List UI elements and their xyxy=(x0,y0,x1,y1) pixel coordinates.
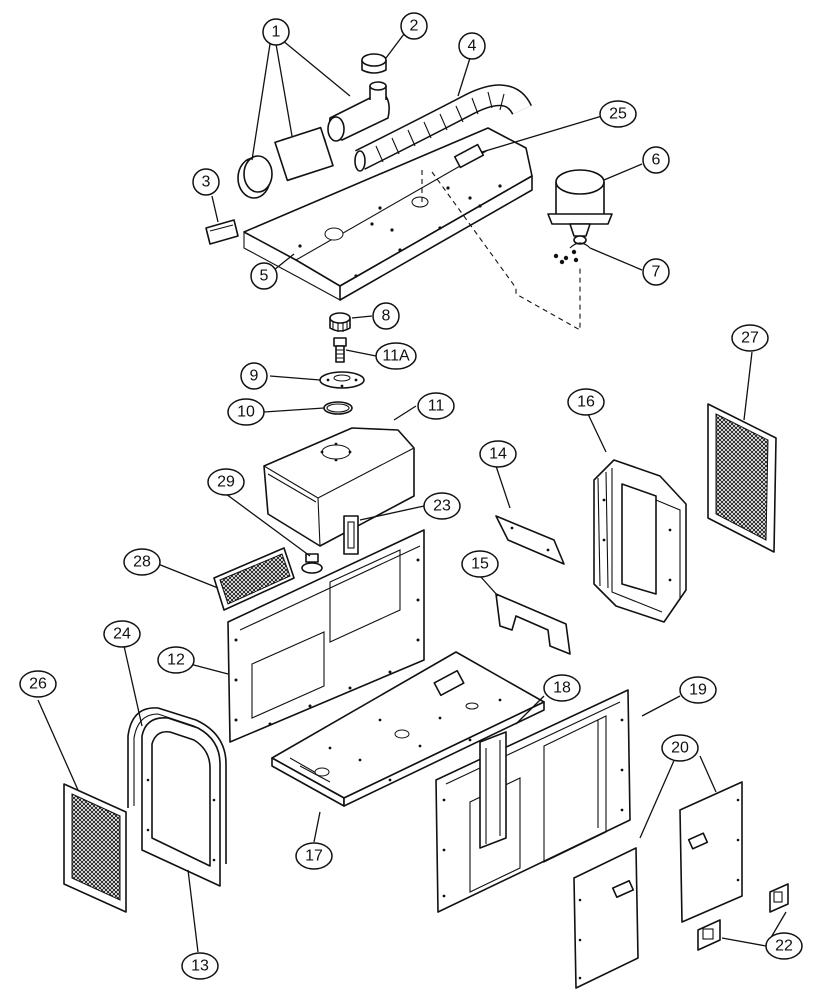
fuel-tank-part-11 xyxy=(263,427,415,547)
callout-9: 9 xyxy=(240,362,268,390)
callout-3: 3 xyxy=(192,168,220,196)
flexible-hose-part-4 xyxy=(354,84,532,172)
callout-1: 1 xyxy=(262,18,290,46)
callout-4: 4 xyxy=(458,32,486,60)
svg-text:23: 23 xyxy=(433,498,451,515)
svg-text:19: 19 xyxy=(689,682,707,699)
svg-text:17: 17 xyxy=(305,848,323,865)
svg-text:24: 24 xyxy=(113,626,131,643)
svg-text:5: 5 xyxy=(260,268,269,285)
side-panel-part-12 xyxy=(227,529,425,743)
callout-18: 18 xyxy=(543,674,581,702)
callout-23: 23 xyxy=(423,492,461,520)
fill-cap-part-8 xyxy=(329,312,351,332)
flange-part-9 xyxy=(319,371,365,389)
callout-6: 6 xyxy=(642,146,670,174)
o-ring-part-10 xyxy=(323,401,353,415)
callout-2: 2 xyxy=(400,12,428,40)
svg-text:29: 29 xyxy=(217,474,235,491)
svg-text:27: 27 xyxy=(741,330,759,347)
callout-13: 13 xyxy=(181,952,219,980)
callout-28: 28 xyxy=(123,548,161,576)
svg-text:2: 2 xyxy=(410,18,419,35)
fuel-gauge-part-23 xyxy=(343,515,359,555)
air-cleaner-part-6 xyxy=(547,169,613,245)
svg-text:12: 12 xyxy=(167,652,185,669)
svg-text:9: 9 xyxy=(250,368,259,385)
svg-text:14: 14 xyxy=(489,446,507,463)
callout-19: 19 xyxy=(679,676,717,704)
svg-text:16: 16 xyxy=(577,394,595,411)
door-panel-part-20-upper xyxy=(679,781,743,923)
side-panel-part-19 xyxy=(435,689,631,913)
callout-11: 11 xyxy=(417,392,455,420)
drain-fitting-part-29 xyxy=(301,553,323,574)
svg-text:6: 6 xyxy=(652,152,661,169)
grille-part-28 xyxy=(213,547,295,611)
callout-11a: 11A xyxy=(375,342,417,370)
grille-part-26 xyxy=(63,783,127,913)
channel-part-18 xyxy=(479,731,507,849)
callout-20: 20 xyxy=(661,734,699,762)
svg-text:13: 13 xyxy=(191,958,209,975)
leader-lines xyxy=(37,33,787,953)
bracket-part-15 xyxy=(495,593,571,655)
grille-part-27 xyxy=(707,403,777,553)
callout-29: 29 xyxy=(207,468,245,496)
callout-5: 5 xyxy=(250,262,278,290)
callout-27: 27 xyxy=(731,324,769,352)
callout-25: 25 xyxy=(599,100,637,128)
svg-text:7: 7 xyxy=(652,264,661,281)
callout-10: 10 xyxy=(227,398,265,426)
bracket-part-14 xyxy=(495,515,565,565)
gasket-part-3 xyxy=(205,219,239,245)
svg-text:4: 4 xyxy=(468,38,477,55)
svg-text:8: 8 xyxy=(382,308,391,325)
latch-part-22 xyxy=(697,883,789,951)
svg-text:18: 18 xyxy=(553,680,571,697)
svg-text:11A: 11A xyxy=(382,348,410,365)
callout-14: 14 xyxy=(479,440,517,468)
door-panel-part-20-lower xyxy=(573,847,639,989)
callout-22: 22 xyxy=(765,932,803,960)
callout-15: 15 xyxy=(461,550,499,578)
top-cover-part-5 xyxy=(243,127,581,331)
svg-text:20: 20 xyxy=(671,740,689,757)
door-frame-part-13 xyxy=(141,717,221,887)
svg-text:1: 1 xyxy=(272,24,281,41)
callout-26: 26 xyxy=(19,670,57,698)
base-plate-part-17 xyxy=(271,651,545,807)
svg-text:26: 26 xyxy=(29,676,47,693)
svg-text:11: 11 xyxy=(428,398,445,415)
door-frame-part-16 xyxy=(593,459,687,623)
svg-text:10: 10 xyxy=(237,404,255,421)
callout-24: 24 xyxy=(103,620,141,648)
callout-7: 7 xyxy=(642,258,670,286)
callout-12: 12 xyxy=(157,646,195,674)
svg-text:15: 15 xyxy=(471,556,489,573)
callout-8: 8 xyxy=(372,302,400,330)
callout-16: 16 xyxy=(567,388,605,416)
callout-17: 17 xyxy=(295,842,333,870)
svg-text:25: 25 xyxy=(609,106,627,123)
svg-text:28: 28 xyxy=(133,554,151,571)
air-intake-assembly xyxy=(237,53,390,199)
fitting-part-11a xyxy=(333,337,347,363)
svg-text:3: 3 xyxy=(202,174,211,191)
svg-text:22: 22 xyxy=(775,938,793,955)
u-bolt-clamp-part-7 xyxy=(553,242,591,265)
